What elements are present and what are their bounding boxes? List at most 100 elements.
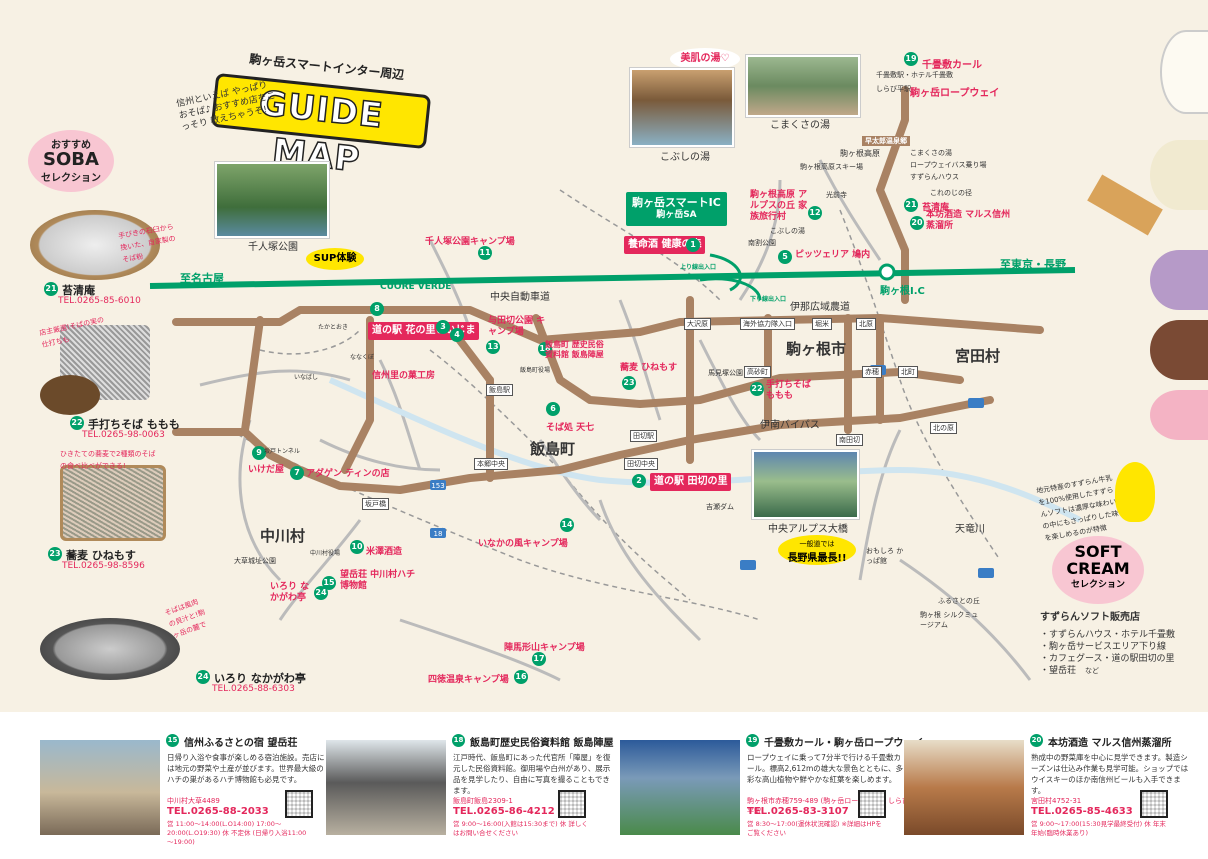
card-20[interactable]: 20 本坊酒造 マルス信州蒸溜所 熟成中の野菜庫を中心に見学できます。製造シーズ…: [904, 730, 1194, 852]
softcream-chocolate-icon: [1150, 320, 1208, 380]
label-kogen: 駒ヶ根高原: [840, 149, 880, 158]
label-furusato: ふるさとの丘: [938, 597, 980, 605]
station-13: 本郷中央: [474, 458, 508, 470]
station-3: 堀米: [812, 318, 832, 330]
place-17-label[interactable]: 陣馬形山キャンプ場: [504, 643, 585, 653]
soba-note-23: ひきたての蕎麦で2種類のそばの食べ比べができる!: [60, 450, 156, 470]
label-oshiro: おもしろ かっぱ館: [866, 547, 904, 565]
place-13-label[interactable]: 与田切公園 キャンプ場: [488, 316, 546, 337]
label-shirabi: しらび平駅: [876, 85, 911, 93]
place-21-num: 21: [904, 198, 918, 212]
card-15-title: 信州ふるさとの宿 望岳荘: [184, 738, 298, 749]
station-4: 北原: [856, 318, 876, 330]
place-8-num: 8: [370, 302, 384, 316]
place-12-label[interactable]: 駒ヶ根高原 アルプスの丘 家族旅行村: [750, 190, 808, 222]
soba-item-24[interactable]: いろり なかがわ亭: [214, 672, 306, 685]
place-10-label[interactable]: 米澤酒造: [366, 547, 403, 557]
card-18-tel: TEL.0265-86-4212: [453, 806, 555, 817]
station-16: 赤穂: [862, 366, 882, 378]
card-20-title: 本坊酒造 マルス信州蒸溜所: [1048, 738, 1172, 749]
komagane-ic: 駒ヶ根I.C: [880, 286, 925, 297]
card-19-qr-icon[interactable]: [858, 790, 886, 818]
place-1-box[interactable]: 養命酒 健康の森: [624, 236, 706, 254]
soba-item-22[interactable]: 手打ちそば ももも: [88, 418, 180, 431]
card-18-qr-icon[interactable]: [558, 790, 586, 818]
softcream-strawberry-icon: [1150, 390, 1208, 440]
place-18-num: 18: [538, 342, 552, 356]
label-honbo-ex: 早太郎温泉郷: [862, 136, 910, 146]
soba-dish-4: [40, 618, 180, 680]
station-14: 坂戸橋: [362, 498, 389, 510]
station-18: 北町: [898, 366, 918, 378]
bridge-caption: 中央アルプス大橋: [768, 524, 848, 535]
label-nanakusa: ななくぼ: [350, 354, 375, 361]
onsen-photo-2: [746, 55, 860, 117]
place-9-label[interactable]: いけだ屋: [248, 465, 285, 475]
card-18[interactable]: 18 飯島町歴史民俗資料館 飯島陣屋 江戸時代、飯島町にあった代官所「陣屋」を復…: [326, 730, 616, 852]
soba-dish-1: [30, 210, 160, 280]
onsen-photo-1: [630, 68, 734, 147]
card-18-photo: [326, 740, 446, 835]
card-19-title: 千畳敷カール・駒ヶ岳ロープウェイ: [764, 738, 924, 749]
place-14-label[interactable]: いなかの風キャンプ場: [478, 539, 568, 549]
place-19-label[interactable]: 千畳敷カール: [922, 60, 982, 71]
place-5-label[interactable]: ピッツェリア 鳩内: [795, 250, 871, 260]
soba-item-23[interactable]: 蕎麦 ひねもす: [66, 549, 136, 562]
label-kokei: 光前寺: [826, 191, 847, 199]
place-19b-label[interactable]: 駒ヶ岳ロープウェイ: [910, 88, 1000, 99]
place-23-label[interactable]: 蕎麦 ひねもす: [620, 363, 678, 373]
soba-tel-24: TEL.0265-88-6303: [212, 684, 295, 694]
place-10-num: 10: [350, 540, 364, 554]
softcream-vanilla2-icon: [1150, 140, 1208, 210]
place-17-num: 17: [532, 652, 546, 666]
place-6-num: 6: [546, 402, 560, 416]
place-15-label[interactable]: 望岳荘 中川村ハチ博物館: [340, 570, 416, 591]
place-8-label[interactable]: CUORE VERDE: [380, 282, 452, 292]
card-18-desc: 江戸時代、飯島町にあった代官所「陣屋」を復元した民俗資料館。御用場や白州があり、…: [453, 753, 611, 795]
area-nakagawa: 中川村: [260, 527, 306, 545]
smart-ic-box[interactable]: 駒ヶ岳スマートIC 駒ヶ岳SA: [626, 192, 727, 226]
place-13-num: 13: [486, 340, 500, 354]
soba-item-21[interactable]: 苔清庵: [62, 284, 95, 297]
place-22-label[interactable]: 手打ちそば ももも: [766, 380, 812, 401]
shop-2: ・駒ヶ岳サービスエリア下り線: [1040, 642, 1167, 652]
place-7-label[interactable]: アダゲン ティンの店: [306, 469, 390, 479]
station-12: 飯島駅: [486, 384, 513, 396]
label-minami: 南割公園: [748, 239, 776, 247]
place-6-label[interactable]: そば処 天七: [546, 423, 595, 433]
place-18-label[interactable]: 飯島町 歴史民俗資料館 飯島陣屋: [545, 340, 604, 359]
place-16-label[interactable]: 四徳温泉キャンプ場: [428, 675, 509, 685]
label-korenoji: これのじの径: [930, 189, 972, 197]
station-1: 大沢原: [684, 318, 711, 330]
card-19-info: 営 8:30～17:00(運休状況確認) ※詳細はHPをご覧ください: [747, 820, 882, 837]
card-19-tel: TEL.0265-83-3107: [747, 806, 849, 817]
place-20-label[interactable]: 本坊酒造 マルス信州蒸溜所: [926, 210, 1011, 231]
card-15-qr-icon[interactable]: [285, 790, 313, 818]
place-15-num: 15: [322, 576, 336, 590]
place-4-label[interactable]: 信州里の菓工房: [372, 371, 436, 381]
card-15[interactable]: 15 信州ふるさとの宿 望岳荘 日帰り入浴や食事が楽しめる宿泊施設。売店には地元…: [40, 730, 330, 852]
station-19: 北の原: [930, 422, 957, 434]
station-5: 高砂町: [744, 366, 771, 378]
shop-1: ・すずらんハウス・ホテル千畳敷: [1040, 630, 1176, 640]
card-20-desc: 熟成中の野菜庫を中心に見学できます。製造シーズンは仕込み作業も見学可能。ショップ…: [1031, 753, 1189, 795]
soba-dip-bowl: [40, 375, 100, 415]
card-18-title: 飯島町歴史民俗資料館 飯島陣屋: [470, 738, 614, 749]
sup-caption: 千人塚公園: [248, 242, 298, 253]
place-3-num: 3: [436, 320, 450, 334]
place-21-label[interactable]: 苔清庵: [922, 203, 950, 213]
card-20-qr-icon[interactable]: [1140, 790, 1168, 818]
place-11-label[interactable]: 千人塚公園キャンプ場: [425, 237, 515, 247]
place-24-label[interactable]: いろり なかがわ亭: [270, 582, 310, 603]
soba-num-23: 23: [48, 547, 62, 561]
down-entrance: 下り線出入口: [750, 296, 787, 303]
card-20-info: 営 9:00～17:00(15:30見学最終受付) 休 年末年始(臨時休業あり): [1031, 820, 1166, 837]
soba-num-22: 22: [70, 416, 84, 430]
onsen1-caption: こぶしの湯: [660, 152, 710, 163]
station-2: 海外協力隊入口: [740, 318, 795, 330]
place-2-num: 2: [632, 474, 646, 488]
card-19[interactable]: 19 千畳敷カール・駒ヶ岳ロープウェイ ロープウェイに乗って7分半で行ける千畳敷…: [620, 730, 923, 852]
soba-tel-23: TEL.0265-98-8596: [62, 561, 145, 571]
place-2-box[interactable]: 道の駅 田切の里: [650, 473, 732, 491]
